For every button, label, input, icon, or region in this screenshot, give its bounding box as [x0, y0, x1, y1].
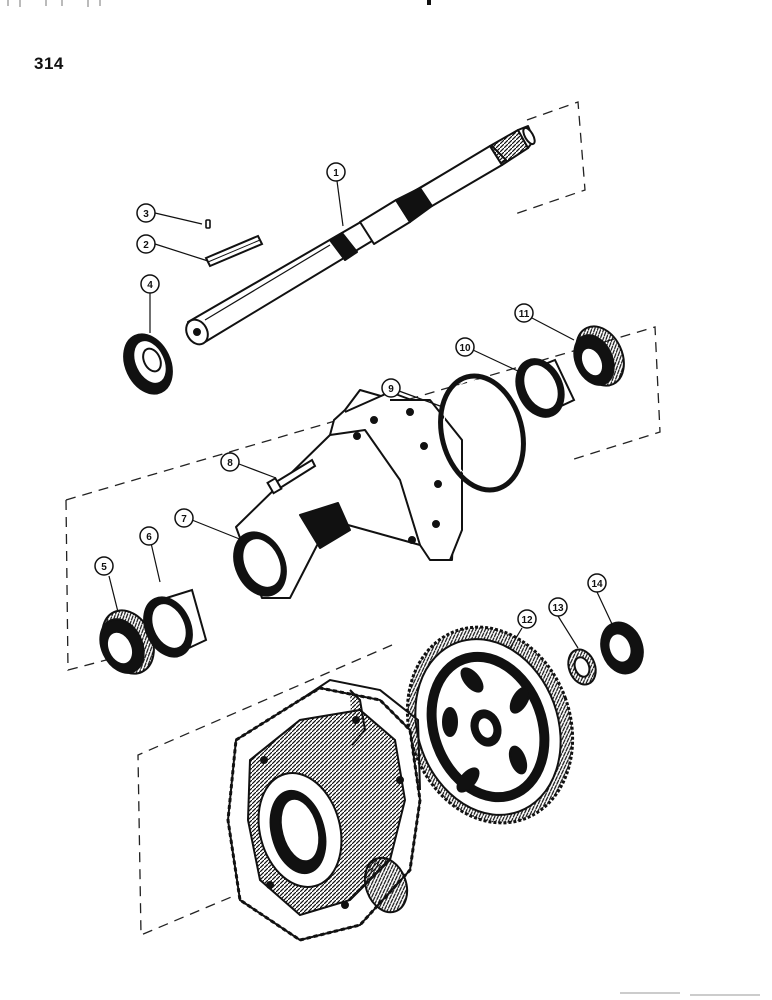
callout-2: 2	[136, 234, 156, 254]
bearing-cup-part-10	[515, 358, 576, 418]
svg-text:2: 2	[143, 240, 149, 251]
bolt-part-8	[266, 458, 317, 495]
gear-part-12	[405, 625, 575, 825]
seal-part-4	[123, 333, 173, 395]
svg-text:6: 6	[146, 532, 152, 543]
callout-6: 6	[139, 526, 159, 546]
scan-marks-bottom	[620, 992, 760, 996]
nut-part-14	[600, 621, 644, 675]
pin-part-3	[205, 219, 211, 229]
bearing-cone-part-5	[99, 609, 155, 675]
svg-text:1: 1	[333, 168, 339, 179]
svg-text:7: 7	[181, 514, 187, 525]
callout-11: 11	[514, 303, 534, 323]
differential-ring-gear	[226, 678, 422, 942]
callout-5: 5	[94, 556, 114, 576]
bearing-cup-part-6	[143, 588, 208, 658]
svg-text:13: 13	[552, 603, 564, 614]
callout-10: 10	[455, 337, 475, 357]
callout-3: 3	[136, 203, 156, 223]
svg-text:3: 3	[143, 209, 149, 220]
svg-text:10: 10	[459, 343, 471, 354]
callout-9: 9	[381, 378, 401, 398]
callout-14: 14	[587, 573, 607, 593]
callouts: 1 2 3 4 5 6 7 8 9 10 11 12 13 14	[94, 162, 607, 629]
callout-4: 4	[140, 274, 160, 294]
callout-1: 1	[326, 162, 346, 182]
scan-marks	[7, 0, 431, 7]
main-shaft-part-1	[185, 125, 536, 346]
leader-lines	[108, 180, 613, 649]
page-number: 314	[34, 54, 64, 73]
svg-text:9: 9	[388, 384, 394, 395]
svg-text:5: 5	[101, 562, 107, 573]
bearing-cone-part-11	[573, 325, 625, 387]
svg-text:4: 4	[147, 280, 153, 291]
svg-text:8: 8	[227, 458, 233, 469]
callout-7: 7	[174, 508, 194, 528]
lock-washer-part-13	[567, 648, 597, 686]
housing-part-7	[233, 389, 463, 599]
callout-8: 8	[220, 452, 240, 472]
callout-12: 12	[517, 609, 537, 629]
key-part-2	[204, 234, 264, 268]
callout-13: 13	[548, 597, 568, 617]
svg-text:12: 12	[521, 615, 533, 626]
svg-text:14: 14	[591, 579, 603, 590]
o-ring-part-9	[438, 373, 526, 493]
svg-text:11: 11	[519, 309, 530, 320]
